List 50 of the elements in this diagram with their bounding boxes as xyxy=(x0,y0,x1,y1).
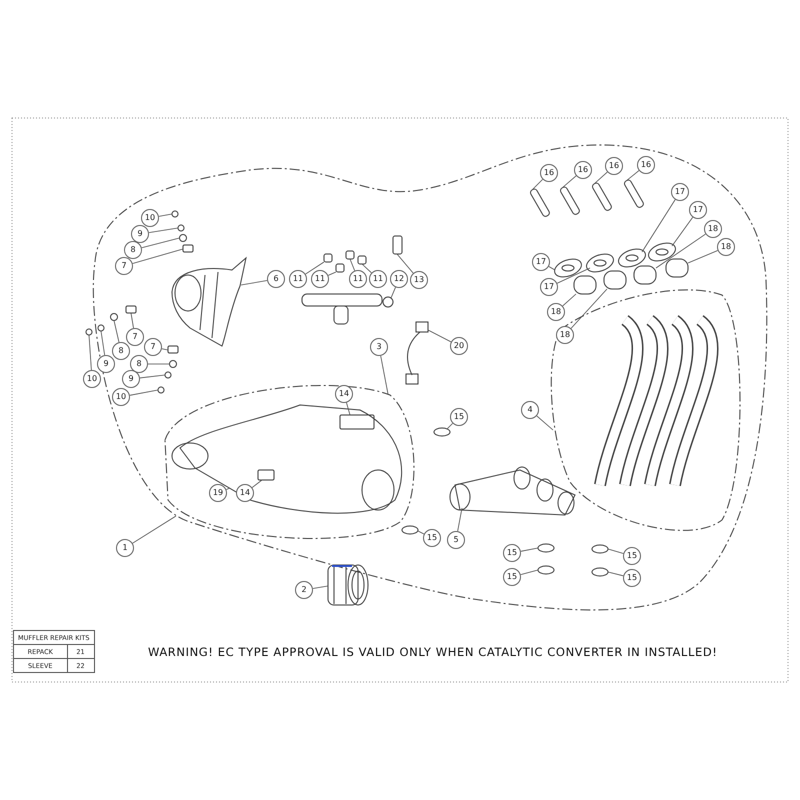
leader-line xyxy=(390,286,396,298)
callout-number: 1 xyxy=(116,539,134,557)
leader-line xyxy=(520,548,538,552)
leader-line xyxy=(140,374,166,378)
callout-number: 2 xyxy=(295,581,313,599)
leader-line xyxy=(362,264,372,274)
leader-line xyxy=(418,530,424,534)
leader-line xyxy=(226,488,230,490)
leader-line xyxy=(536,416,554,430)
link-pipe-drawing xyxy=(450,466,576,516)
leader-line xyxy=(562,175,577,188)
leader-line xyxy=(380,355,388,394)
leader-line xyxy=(132,248,184,264)
muffler-drawing xyxy=(172,404,402,514)
leader-line xyxy=(428,330,452,342)
leader-line xyxy=(346,402,350,416)
leader-line xyxy=(626,170,640,182)
leader-line xyxy=(594,172,608,184)
callout-number: 10 xyxy=(83,370,101,388)
leader-line xyxy=(532,178,544,190)
leader-line xyxy=(520,570,538,576)
end-cap-drawing xyxy=(328,564,368,606)
leader-line xyxy=(114,320,120,343)
leader-line xyxy=(240,280,268,286)
leader-line xyxy=(446,422,454,430)
leader-line xyxy=(350,258,356,272)
bolt-drawing xyxy=(86,328,92,336)
leader-line xyxy=(252,480,262,488)
leader-line xyxy=(688,250,718,264)
leader-line xyxy=(396,254,414,274)
leader-line xyxy=(608,548,624,554)
leader-line xyxy=(141,238,180,248)
leader-line xyxy=(642,199,676,252)
leader-line xyxy=(88,334,92,370)
leader-line xyxy=(148,228,178,233)
leader-line xyxy=(161,348,168,350)
leader-line xyxy=(656,234,706,268)
leader-line xyxy=(672,216,694,246)
leader-line xyxy=(562,294,576,306)
leader-line xyxy=(305,262,324,274)
leader-line xyxy=(312,586,328,589)
leader-line xyxy=(130,312,134,329)
leader-line xyxy=(132,516,176,544)
leader-line xyxy=(129,390,158,396)
leader-line xyxy=(158,214,172,217)
leader-line xyxy=(457,508,462,532)
leader-line xyxy=(608,572,624,576)
warning-note: WARNING! EC TYPE APPROVAL IS VALID ONLY WHEN CATALYTIC CONVERTER IN INSTALLED! xyxy=(148,645,718,659)
leader-line xyxy=(328,272,336,276)
leader-line xyxy=(100,330,106,356)
